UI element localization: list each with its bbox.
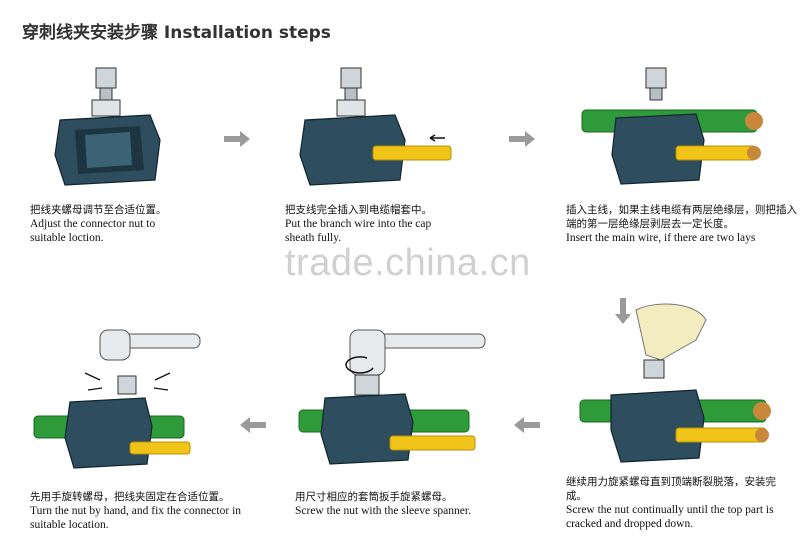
right-arrow-icon xyxy=(224,131,250,147)
page-title: 穿刺线夹安装步骤 Installation steps xyxy=(22,23,331,43)
connector-illustration-2 xyxy=(299,67,452,186)
step-3: 插入主线，如果主线电缆有两层绝缘层，则把插入端的第一层绝缘层剥层去一定长度。 I… xyxy=(566,60,797,245)
step-4: 继续用力旋紧螺母直到顶端断裂脱落，安装完成。 Screw the nut con… xyxy=(566,300,796,531)
step-4-caption-en: Screw the nut continually until the top … xyxy=(566,504,774,530)
watermark-text: trade.china.cn xyxy=(285,242,531,284)
step-6: 先用手旋转螺母，把线夹固定在合适位置。 Turn the nut by hand… xyxy=(30,328,260,532)
step-1-caption-en: Adjust the connector nut to suitable loc… xyxy=(30,218,156,244)
step-6-caption-en: Turn the nut by hand, and fix the connec… xyxy=(30,505,242,531)
step-2-caption-en: Put the branch wire into the cap sheath … xyxy=(285,218,432,244)
connector-illustration-4 xyxy=(579,303,771,463)
step-5: 用尺寸相应的套筒扳手旋紧螺母。 Screw the nut with the s… xyxy=(295,320,525,518)
step-4-caption-zh: 继续用力旋紧螺母直到顶端断裂脱落，安装完成。 xyxy=(566,476,776,502)
step-3-caption-zh: 插入主线，如果主线电缆有两层绝缘层，则把插入端的第一层绝缘层剥层去一定长度。 xyxy=(566,204,797,230)
down-arrow-icon xyxy=(615,298,631,324)
connector-illustration-1 xyxy=(54,67,161,186)
step-5-caption-en: Screw the nut with the sleeve spanner. xyxy=(295,505,471,517)
step-2-caption-zh: 把支线完全插入到电缆帽套中。 xyxy=(285,204,432,216)
connector-illustration-5 xyxy=(298,329,486,465)
connector-illustration-3 xyxy=(581,67,763,185)
step-2: 把支线完全插入到电缆帽套中。 Put the branch wire into … xyxy=(285,60,515,245)
step-1: 把线夹螺母调节至合适位置。 Adjust the connector nut t… xyxy=(30,60,260,245)
connector-illustration-6 xyxy=(33,329,201,469)
step-5-caption-zh: 用尺寸相应的套筒扳手旋紧螺母。 xyxy=(295,491,453,503)
step-1-caption-zh: 把线夹螺母调节至合适位置。 xyxy=(30,204,167,216)
right-arrow-icon xyxy=(509,131,535,147)
left-arrow-icon xyxy=(240,417,266,433)
left-arrow-icon xyxy=(514,417,540,433)
step-3-caption-en: Insert the main wire, if there are two l… xyxy=(566,232,756,244)
step-6-caption-zh: 先用手旋转螺母，把线夹固定在合适位置。 xyxy=(30,491,230,503)
